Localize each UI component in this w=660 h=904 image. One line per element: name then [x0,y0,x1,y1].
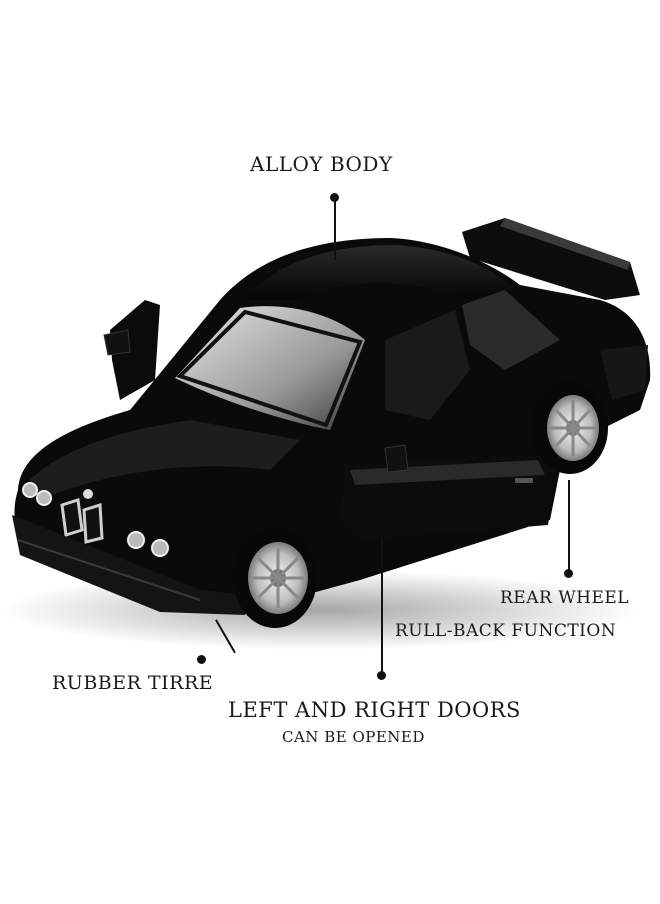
kidney-grille [60,489,104,544]
rubber-tire-label: RUBBER TIRRE [52,672,214,694]
rear-wheel-leader-line [568,480,570,570]
headlight [22,482,38,498]
headlight [36,490,52,506]
rear-wheel [532,382,608,474]
doors-sublabel: CAN BE OPENED [282,728,425,746]
alloy-body-label: ALLOY BODY [250,152,393,176]
pull-back-label: RULL-BACK FUNCTION [395,621,617,641]
rear-wheel-label: REAR WHEEL [500,588,630,608]
doors-label: LEFT AND RIGHT DOORS [228,698,521,722]
headlight [127,531,145,549]
doors-leader-line [381,538,383,673]
front-bumper [12,515,250,615]
rubber-tire-marker [197,655,206,664]
headlight [151,539,169,557]
front-wheel [233,528,317,628]
rear-spoiler [462,218,640,300]
alloy-body-marker [330,193,339,202]
doors-marker [377,671,386,680]
alloy-body-leader-line [334,200,336,260]
left-door-open [110,300,160,400]
side-window [462,290,560,370]
rear-wheel-marker [564,569,573,578]
windshield [175,306,365,430]
